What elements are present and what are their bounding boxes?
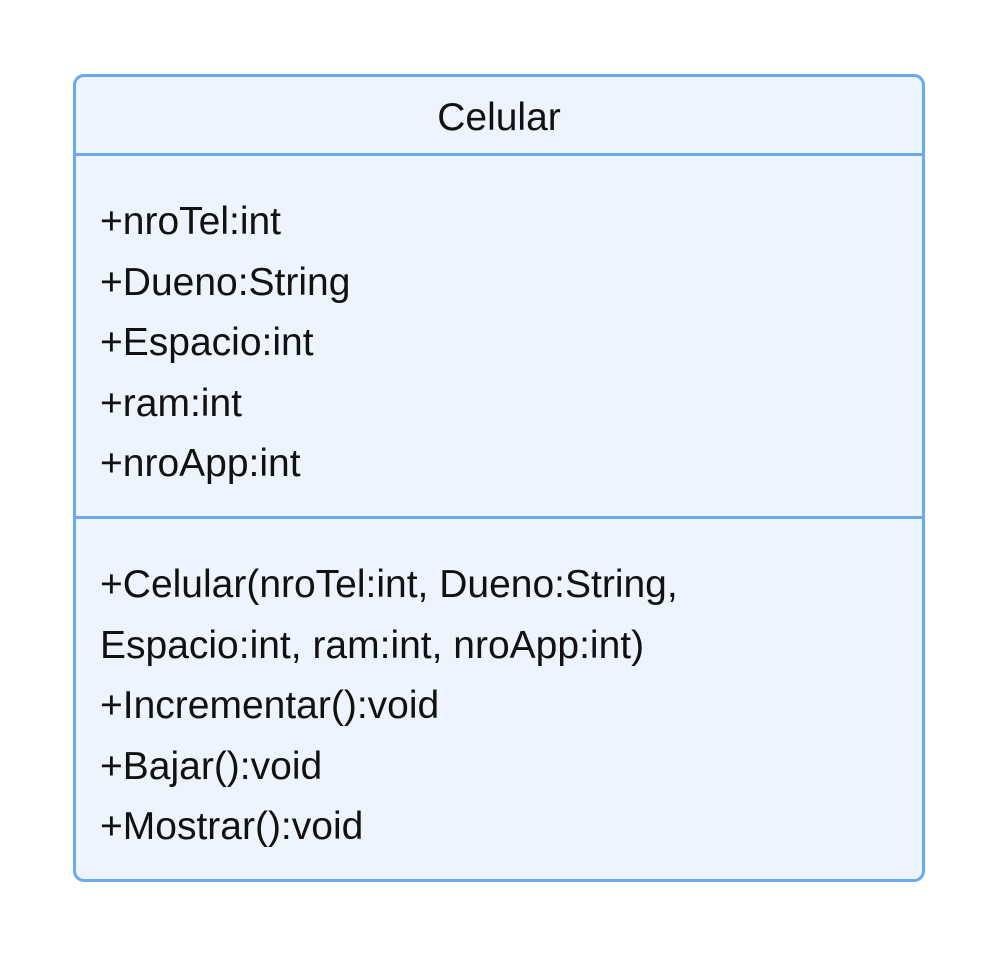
attribute-ram: +ram:int xyxy=(100,381,242,425)
method-mostrar: +Mostrar():void xyxy=(100,805,364,848)
class-name: Celular xyxy=(437,95,561,139)
attribute-nroTel: +nroTel:int xyxy=(100,200,282,243)
attribute-espacio: +Espacio:int xyxy=(100,321,314,364)
methods-compartment: +Celular(nroTel:int, Dueno:String, Espac… xyxy=(76,519,922,858)
attribute-dueno: +Dueno:String xyxy=(100,260,351,304)
uml-class-box: Celular +nroTel:int +Dueno:String +Espac… xyxy=(73,74,925,882)
attribute-nroApp: +nroApp:int xyxy=(100,442,301,485)
attributes-compartment: +nroTel:int +Dueno:String +Espacio:int +… xyxy=(76,156,922,519)
method-constructor-line-1: +Celular(nroTel:int, Dueno:String, xyxy=(100,563,678,606)
method-incrementar: +Incrementar():void xyxy=(100,684,440,727)
method-constructor-line-2: Espacio:int, ram:int, nroApp:int) xyxy=(100,623,645,667)
class-name-compartment: Celular xyxy=(76,77,922,156)
method-bajar: +Bajar():void xyxy=(100,744,323,788)
